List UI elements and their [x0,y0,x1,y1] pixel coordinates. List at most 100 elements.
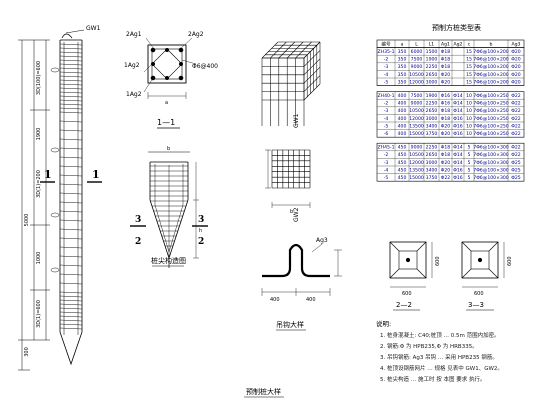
note-line: 3. 吊钩钢筋: Ag3 吊钩 … 采用 HPB235 钢筋。 [380,353,498,361]
table-cell: 2650 [426,152,438,158]
table-cell: 10500 [409,72,424,78]
pile-stirrup-line [59,315,83,318]
table-header-cell: c [468,42,471,47]
table-cell: 9000 [411,64,423,70]
table-cell: Φ22 [511,116,521,122]
table-cell: 350 [398,72,407,78]
table-title: 预制方桩类型表 [432,23,481,32]
table-cell: 5 [468,152,471,158]
cage-top-depth [295,41,312,59]
hook-title: 吊钩大样 [276,320,304,329]
table-cell: 9000 [411,145,423,151]
table-cell: Φ16 [441,101,451,107]
table-cell: 7Φ6@100×300 [473,145,509,151]
table-cell: -5 [384,175,389,181]
table-cell: 10 [466,131,472,137]
pile-dim-text-mid: 3D(1)=200 [36,170,42,198]
pile-stirrup-line [59,282,83,285]
cage-gw1-label: GW1 [293,113,300,128]
table-cell: 3400 [426,123,438,129]
table-cell: Φ16 [441,93,451,99]
table-cell: Φ16 [453,167,463,173]
table-cell: -4 [384,116,389,122]
pile-top-grid-label: GW1 [86,25,101,32]
table-cell: 7Φ6@100×300 [473,152,509,158]
table-header-cell: L1 [429,41,435,47]
pile-stirrup-line [59,299,83,302]
table-cell: Φ18 [441,145,451,151]
table-cell: 13500 [409,167,424,173]
table-cell: 400 [398,123,407,129]
table-header-cell: Ag3 [512,41,521,47]
pile-dim-text-top: 3D(100)=600 [36,61,42,95]
pile-stirrup-line [59,43,83,46]
section-2-2 [389,241,433,311]
table-cell: 15 [466,64,472,70]
pile-stirrup-line [59,71,83,74]
pile-stirrup-line [59,75,83,78]
cage-side-depth [303,67,321,84]
cage-top-depth [270,41,287,59]
mesh-dim-b: b [290,209,293,215]
pile-stirrup-line [59,59,83,62]
table-cell: 400 [398,108,407,114]
pile-stirrup-line [59,228,83,231]
section-2-2-dim-bottom: 600 [402,291,412,297]
pile-elevation [59,29,85,366]
pile-tip-section-left-top: 3 [135,215,141,225]
table-cell: Φ20 [441,131,451,137]
table-cell: 15000 [409,131,424,137]
table-cell: ZH45-1 [377,145,394,151]
table-cell: 400 [398,116,407,122]
table-cell: 9000 [411,101,423,107]
notes-list: 1. 桩身混凝土: C40;桩顶 … 0.5m 范围内加密。2. 钢筋:Φ 为 … [380,331,503,383]
table-cell: Φ18 [441,49,451,55]
pile-stirrup-line [59,291,83,294]
table-cell: 5 [468,175,471,181]
section-3-3-dim-bottom: 600 [474,291,484,297]
pile-tip-dim-h: h [199,228,202,234]
cage-side-depth [303,75,321,92]
pile-stirrup-line [59,63,83,66]
table-cell: 5 [468,167,471,173]
table-cell: 7Φ6@100×300 [473,175,509,181]
table-cell: Φ18 [441,57,451,63]
table-cell: Φ22 [511,152,521,158]
table-cell: Φ20 [441,72,451,78]
table-cell: ZH40-1 [377,93,394,99]
table-cell: 7Φ6@100×300 [473,167,509,173]
pile-tip-stirrups [150,165,188,247]
table-cell: Φ22 [441,175,451,181]
table-cell: 10 [466,93,472,99]
pile-stirrup-line [59,174,83,177]
table-cell: 2650 [426,72,438,78]
table-cell: 450 [398,160,407,166]
pile-tip-dim-b: b [167,146,170,152]
table-cell: Φ22 [511,145,521,151]
table-header-cell: a [401,42,404,47]
table-cell: 10500 [409,152,424,158]
pile-dim-text-4: 1000 [36,252,42,265]
table-cell: 350 [398,79,407,85]
pile-stirrup-line [59,264,83,267]
table-cell: Φ16 [453,175,463,181]
hook-ag3-label: Ag3 [316,237,328,244]
table-cell: 400 [398,131,407,137]
section-3-3-dim-right: 600 [507,256,513,266]
pile-stirrup-line [59,47,83,50]
cage-side-depth [303,50,321,67]
table-cell: 7Φ6@100×300 [473,160,509,166]
table-cell: 2250 [426,101,438,107]
table-cell: 450 [398,145,407,151]
rebar-cage-3d [261,41,321,126]
table-cell: Φ18 [441,116,451,122]
table-cell: Φ14 [453,160,463,166]
table-cell: 350 [398,49,407,55]
table-cell: 7Φ6@100×200 [473,64,509,70]
pile-stirrup-line [59,165,83,168]
section-3-3-title: 3—3 [468,301,484,309]
table-cell: 450 [398,175,407,181]
pile-stirrup-line [59,319,83,322]
